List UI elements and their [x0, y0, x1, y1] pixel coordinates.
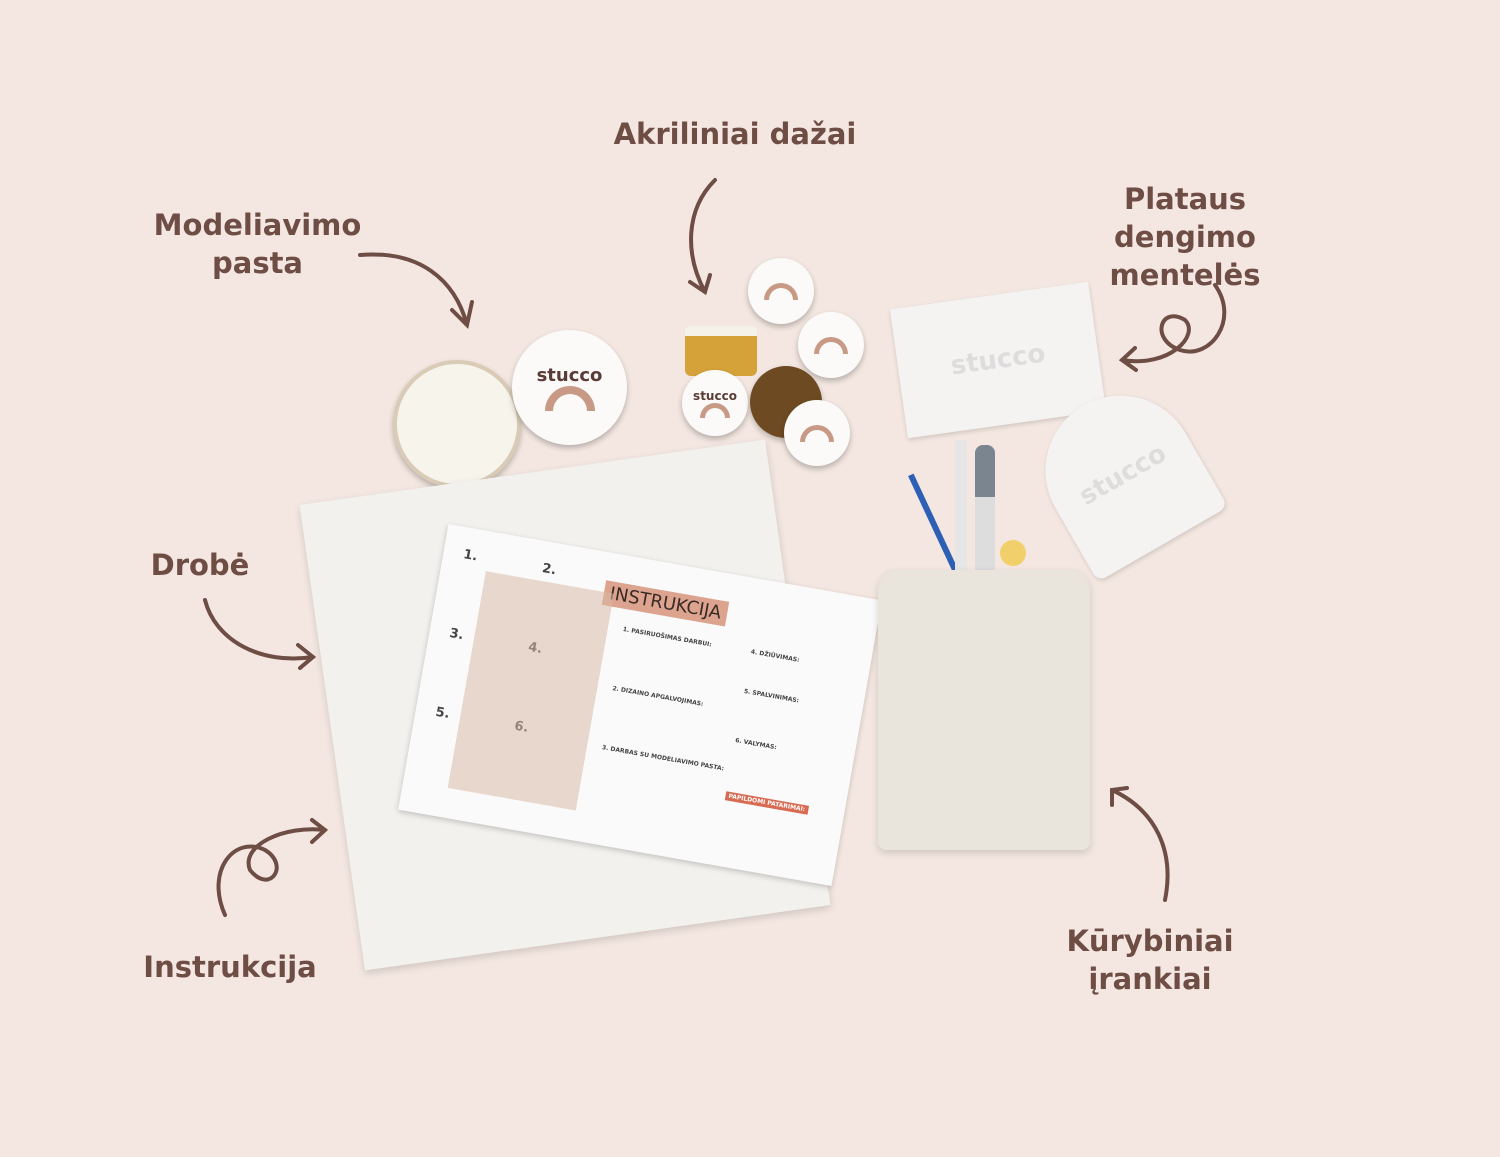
- paint-jar: [748, 258, 814, 324]
- sheet-title: INSTRUKCIJA: [601, 580, 730, 627]
- paint-jar-ochre: [685, 326, 757, 376]
- arrow-spatulas: [1118, 283, 1227, 372]
- arrow-tools: [1110, 786, 1170, 902]
- step-number: 1.: [462, 547, 479, 565]
- paint-jar: [784, 400, 850, 466]
- label-instructions: Instrukcija: [143, 950, 317, 984]
- rainbow-logo-icon: [544, 385, 595, 411]
- label-acrylic-paints: Akriliniai dažai: [613, 117, 857, 151]
- paint-jar: stucco: [682, 370, 748, 436]
- tips-heading: PAPILDOMI PATARIMAI:: [724, 791, 809, 815]
- brand-emboss: stucco: [948, 338, 1048, 382]
- label-canvas: Drobė: [150, 548, 250, 582]
- label-spatulas: Plataus dengimo mentelės: [1109, 182, 1261, 292]
- arrow-paste: [358, 252, 474, 330]
- section-heading: 3. DARBAS SU MODELIAVIMO PASTA:: [601, 744, 725, 773]
- step-number: 5.: [434, 704, 451, 722]
- sponge-dauber: [1000, 540, 1026, 566]
- section-heading: 4. DŽIŪVIMAS:: [750, 648, 800, 664]
- arrow-paints: [688, 178, 717, 296]
- paint-jar: [798, 312, 864, 378]
- cotton-bag: [878, 570, 1090, 850]
- section-heading: 1. PASIRUOŠIMAS DARBUI:: [622, 625, 713, 649]
- label-creative-tools: Kūrybiniai įrankiai: [1066, 924, 1234, 996]
- section-heading: 6. VALYMAS:: [734, 737, 778, 752]
- brand-emboss: stucco: [1074, 438, 1172, 512]
- step-number: 3.: [448, 625, 465, 644]
- section-heading: 5. SPALVINIMAS:: [743, 687, 800, 705]
- brush-white: [955, 440, 967, 575]
- brand-logo: stucco: [536, 364, 603, 386]
- palette-knife: [975, 445, 995, 575]
- arrow-instructions: [216, 818, 329, 917]
- paste-jar-open: [393, 360, 521, 488]
- paste-jar-lid: stucco: [512, 330, 627, 445]
- brand-logo: stucco: [693, 388, 737, 403]
- section-heading: 2. DIZAINO APGALVOJIMAS:: [611, 685, 704, 708]
- label-modeling-paste: Modeliavimo pasta: [153, 208, 362, 280]
- arrow-canvas: [203, 598, 317, 670]
- step-number: 2.: [540, 561, 558, 579]
- step-photos: [447, 571, 614, 811]
